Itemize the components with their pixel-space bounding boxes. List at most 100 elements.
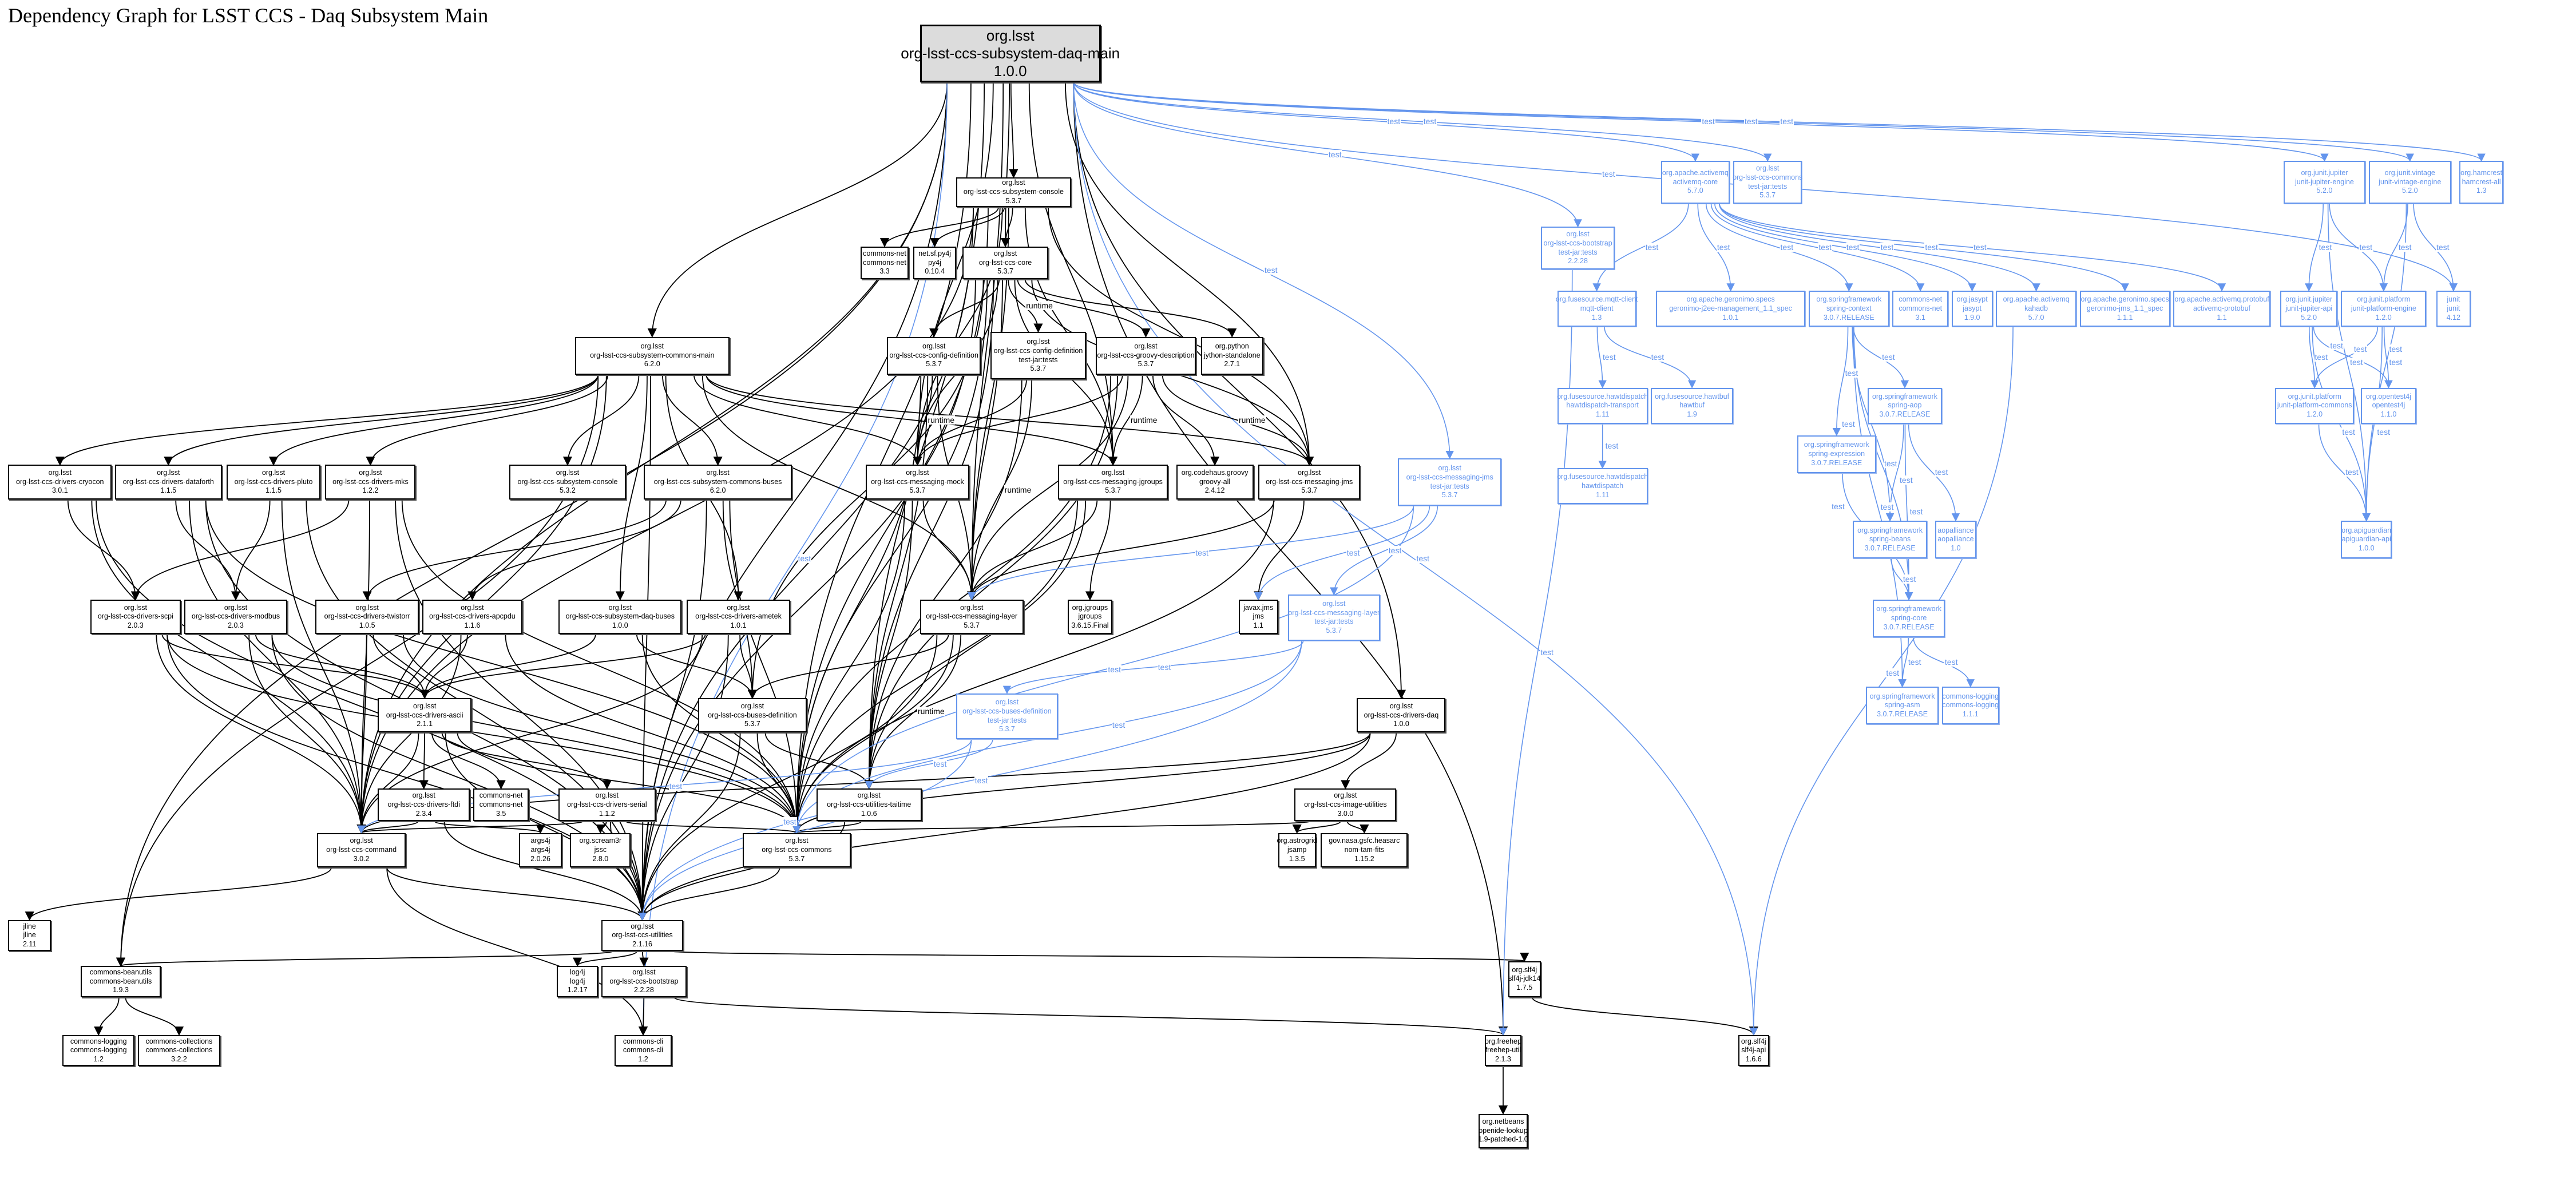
node-version: 1.3 xyxy=(1591,313,1602,322)
test-dependency-edge xyxy=(1908,423,1960,522)
node-group-id: org.apache.activemq.protobuf xyxy=(2174,295,2269,304)
node-group-id: commons-collections xyxy=(145,1037,213,1045)
node-artifact-id: slf4j-jdk14 xyxy=(1508,974,1541,983)
node-artifact-id: commons-beanutils xyxy=(89,977,152,985)
node-version: 3.0.7.RELEASE xyxy=(1883,623,1935,631)
dependency-edge xyxy=(792,82,972,834)
dependency-edge xyxy=(636,634,757,699)
node-artifact-id: org-lsst-ccs-messaging-mock xyxy=(871,477,964,486)
node-group-id: commons-logging xyxy=(70,1037,127,1045)
node-group-id: org.apache.activemq xyxy=(2003,295,2070,304)
node-version: 1.15.2 xyxy=(1354,854,1374,863)
node-version: 5.3.7 xyxy=(909,486,926,495)
node-group-id: org.lsst xyxy=(1134,342,1158,351)
node-version: 5.3.7 xyxy=(1030,364,1047,373)
node-classifier: test-jar:tests xyxy=(1748,182,1788,191)
node-artifact-id: org-lsst-ccs-drivers-ametek xyxy=(695,612,782,621)
node-group-id: org.lsst xyxy=(922,342,946,351)
node-artifact-id: junit-jupiter-api xyxy=(2285,304,2333,312)
node-group-id: org.lsst xyxy=(785,837,809,845)
node-group-id: org.lsst xyxy=(706,469,730,477)
dependency-edge xyxy=(706,374,1118,466)
test-dependency-edge xyxy=(968,506,1414,601)
node-artifact-id: activemq-core xyxy=(1673,177,1718,186)
dependency-edge xyxy=(706,374,1314,466)
test-dependency-edge xyxy=(639,82,948,1036)
dependency-edge xyxy=(729,499,802,834)
node-artifact-id: jasypt xyxy=(1963,304,1981,312)
dependency-edge xyxy=(930,207,1005,248)
node-artifact-id: org-lsst-ccs-buses-definition xyxy=(708,711,797,719)
node-artifact-id: org-lsst-ccs-messaging-jms xyxy=(1406,473,1493,481)
node-artifact-id: org-lsst-ccs-drivers-pluto xyxy=(234,477,313,486)
node-version: 0.10.4 xyxy=(925,267,945,276)
node-group-id: commons-net xyxy=(1899,295,1943,304)
dependency-edge xyxy=(637,279,976,921)
node-group-id: org.lsst xyxy=(640,342,664,351)
node-version: 3.1 xyxy=(1915,313,1925,322)
node-version: 2.2.28 xyxy=(1568,257,1588,265)
node-version: 6.2.0 xyxy=(644,360,660,368)
node-artifact-id: org-lsst-ccs-commons xyxy=(762,845,832,854)
node-artifact-id: jsamp xyxy=(1287,845,1307,854)
node-group-id: org.slf4j xyxy=(1741,1037,1766,1045)
dependency-edge xyxy=(596,821,607,834)
node-version: 2.7.1 xyxy=(1224,360,1241,368)
node-artifact-id: junit-platform-engine xyxy=(2351,304,2416,312)
dependency-edge xyxy=(116,950,615,967)
test-dependency-edge xyxy=(2413,204,2458,292)
node-artifact-id: org-lsst-ccs-subsystem-daq-buses xyxy=(565,612,675,621)
node-group-id: org.lsst xyxy=(1027,338,1050,346)
node-artifact-id: jms xyxy=(1253,612,1264,621)
dependency-edge xyxy=(693,374,922,466)
node-version: 1.0.0 xyxy=(1393,720,1409,728)
dependency-edge xyxy=(792,499,1274,834)
dependency-edge xyxy=(94,997,120,1036)
dependency-edge xyxy=(1000,82,1010,248)
node-artifact-id: commons-net xyxy=(479,800,523,808)
dependency-edge xyxy=(639,951,649,967)
dependency-edge xyxy=(739,634,758,699)
node-classifier: test-jar:tests xyxy=(1018,355,1058,364)
node-group-id: org.junit.jupiter xyxy=(2301,169,2348,177)
dependency-edge xyxy=(661,374,723,466)
node-version: 5.3.7 xyxy=(1759,191,1776,200)
dependency-edge xyxy=(702,374,977,601)
node-group-id: org.lsst xyxy=(906,469,929,477)
dependency-edge xyxy=(967,207,1009,601)
node-group-id: org.fusesource.hawtbuf xyxy=(1655,392,1730,401)
dependency-edge xyxy=(637,207,974,921)
node-artifact-id: org-lsst-ccs-drivers-apcpdu xyxy=(429,612,516,621)
node-version: 1.11 xyxy=(1595,490,1610,499)
node-artifact-id: jssc xyxy=(594,845,607,854)
node-artifact-id: org-lsst-ccs-messaging-jgroups xyxy=(1063,477,1163,486)
node-version: 1.3.5 xyxy=(1289,854,1305,863)
dependency-edge xyxy=(922,499,977,601)
node-group-id: org.lsst xyxy=(1322,600,1346,608)
node-artifact-id: org-lsst-ccs-drivers-ascii xyxy=(386,711,463,719)
node-version: 3.0.7.RELEASE xyxy=(1877,709,1928,718)
dependency-edge xyxy=(356,499,370,834)
node-group-id: org.lsst xyxy=(157,469,180,477)
node-group-id: org.lsst xyxy=(608,603,632,612)
node-group-id: commons-cli xyxy=(623,1037,664,1045)
node-group-id: net.sf.py4j xyxy=(918,249,952,257)
test-dependency-edge xyxy=(1749,327,2014,1036)
